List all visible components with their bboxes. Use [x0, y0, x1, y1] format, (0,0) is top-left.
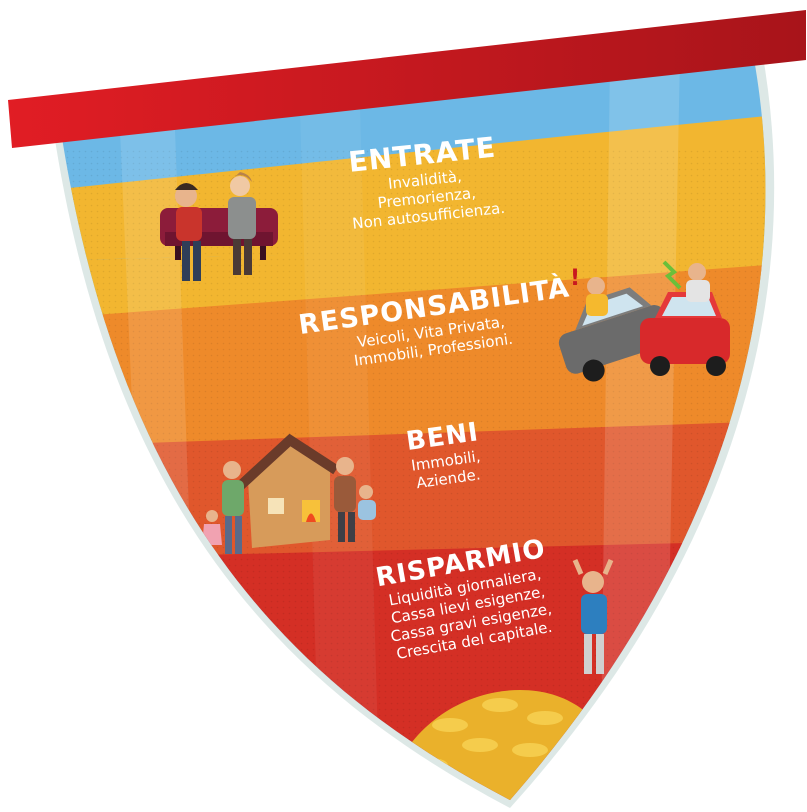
car-accident-illustration: ! — [558, 260, 730, 382]
couple-on-sofa-illustration — [160, 172, 278, 281]
top-banner — [8, 10, 806, 148]
burning-house-family-illustration — [202, 433, 376, 554]
svg-text:!: ! — [570, 266, 580, 291]
